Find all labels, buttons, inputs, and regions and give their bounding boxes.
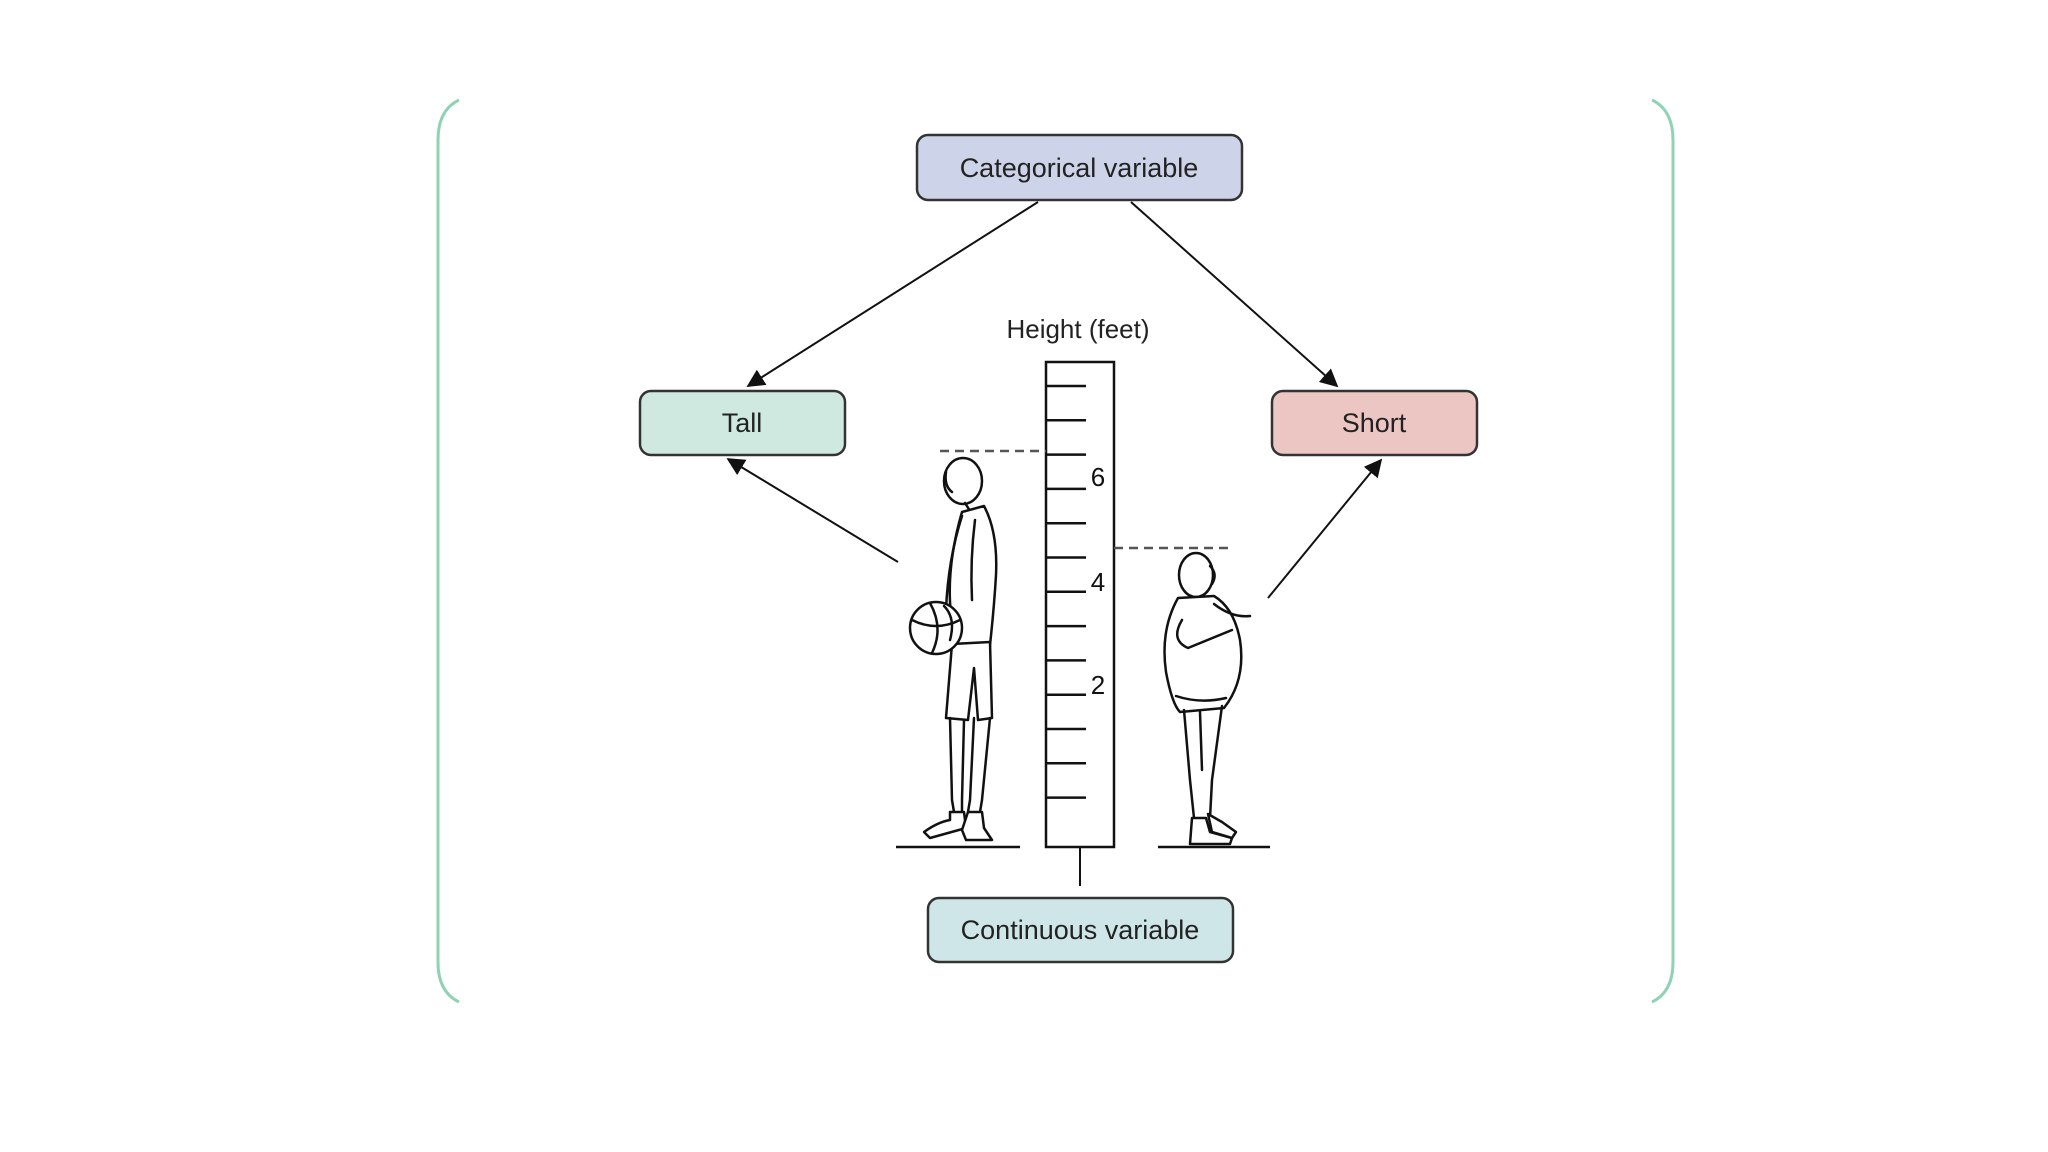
categorical-variable-label: Categorical variable xyxy=(960,153,1199,183)
frame-left-bracket xyxy=(436,98,460,1004)
tall-label: Tall xyxy=(722,408,763,438)
arrow-categorical-to-tall xyxy=(746,201,1039,387)
frame-right-bracket xyxy=(1651,98,1675,1004)
short-box: Short xyxy=(1270,389,1479,457)
ruler-ticks xyxy=(1046,384,1086,799)
continuous-variable-label: Continuous variable xyxy=(961,915,1200,945)
tall-box: Tall xyxy=(638,389,847,457)
height-ruler: Height (feet) 6 4 2 xyxy=(1006,314,1150,849)
ruler-tick-label-2: 2 xyxy=(1091,670,1105,700)
continuous-variable-box: Continuous variable xyxy=(926,896,1235,964)
tall-person-figure xyxy=(908,456,998,842)
arrow-categorical-to-short xyxy=(1130,201,1339,388)
ruler-tick-label-6: 6 xyxy=(1091,462,1105,492)
arrow-tall-person-to-tall xyxy=(726,458,899,563)
short-person-figure xyxy=(1163,551,1252,846)
ruler-title: Height (feet) xyxy=(1006,314,1149,344)
ruler-body xyxy=(1044,360,1116,849)
categorical-variable-box: Categorical variable xyxy=(915,133,1244,202)
arrow-short-person-to-short xyxy=(1267,458,1383,599)
ruler-tick-label-4: 4 xyxy=(1091,567,1105,597)
short-label: Short xyxy=(1342,408,1407,438)
